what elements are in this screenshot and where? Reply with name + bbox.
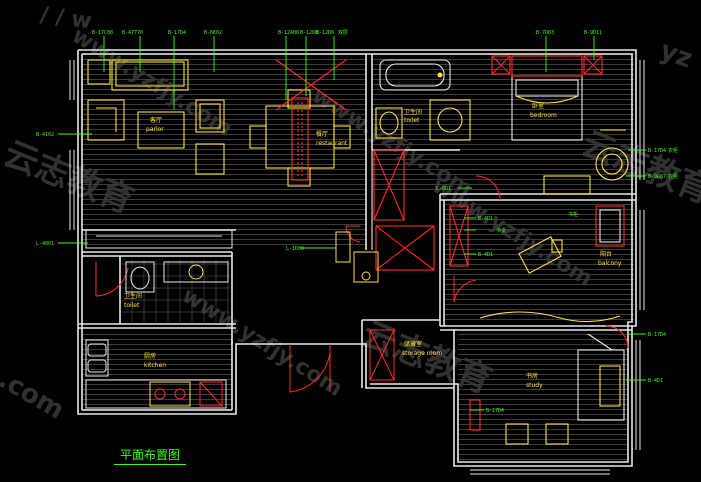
doors [95, 175, 629, 393]
tag-t16: B-4D1 [648, 378, 663, 384]
note-n1: 双层 [338, 30, 348, 36]
tag-t15: B-17D4 [648, 332, 666, 338]
tag-t12: L-4001 [36, 241, 54, 247]
tag-t13: B-9D11 [584, 30, 602, 36]
tag-t02: B-47770 [122, 30, 143, 36]
label-parlor-en: parlor [146, 126, 164, 133]
tag-t04: B-6K02 [204, 30, 222, 36]
tag-t18: L-1D00 [286, 246, 304, 252]
bedroom-furniture [491, 55, 629, 195]
entry-cabinet [335, 231, 379, 283]
label-bedroom-en: bedroom [530, 112, 557, 119]
study-furniture [469, 333, 625, 445]
tag-t17: B-17D4 [486, 408, 504, 414]
tag-t09: B-4102 [36, 132, 54, 138]
tv-cabinet [85, 229, 233, 249]
tag-t05: B-12A08 [278, 30, 299, 36]
note-n2: 衣柜 [668, 147, 678, 154]
label-storage-cn: 储藏室 [404, 340, 422, 348]
label-toilet2-en: toilet [124, 302, 140, 309]
label-toilet2-cn: 卫生间 [124, 292, 142, 300]
note-n4: 书柜 [568, 211, 578, 218]
guest-toilet-fixtures [125, 261, 229, 293]
tag-t01: B-17C08 [92, 30, 113, 36]
dining-set [249, 59, 351, 187]
tag-t19: B-4D1 [478, 216, 493, 222]
tag-t10: B-17D4 [648, 148, 666, 154]
label-toilet-cn: 卫生间 [404, 108, 422, 116]
label-parlor-cn: 客厅 [150, 116, 162, 124]
label-kitchen-en: kitchen [144, 362, 166, 369]
tag-t06: B-12D0 [300, 30, 318, 36]
annotation-leaders [58, 36, 646, 411]
label-bedroom-cn: 卧室 [532, 102, 544, 110]
tag-t20: B-4D1 [478, 252, 493, 258]
tag-t14: L-6D1 [436, 186, 451, 192]
label-balcony-en: balcony [598, 260, 622, 267]
bathroom-fixtures [371, 59, 471, 271]
note-n5: 衣柜 [668, 173, 678, 180]
label-restaurant-en: restaurant [316, 140, 348, 147]
floor-hatching [82, 54, 634, 460]
note-n3: 书桌 [496, 227, 506, 234]
label-study-en: study [526, 382, 543, 389]
label-toilet-en: toilet [404, 117, 420, 124]
storage-furniture [369, 329, 395, 381]
sofa-set [87, 59, 225, 175]
label-storage-en: storage room [402, 350, 442, 357]
label-restaurant-cn: 餐厅 [316, 130, 328, 138]
room-labels: 客厅 parlor 餐厅 restaurant 卫生间 toilet 卧室 be… [124, 102, 622, 389]
kitchen-fixtures [85, 339, 227, 409]
annotation-tags: B-17C08 B-47770 B-17D4 B-6K02 B-12A08 B-… [36, 30, 678, 414]
walls [77, 49, 637, 467]
label-study-cn: 书房 [526, 372, 538, 380]
label-balcony-cn: 阳台 [600, 250, 612, 258]
tag-t11: B-9D07 [648, 174, 666, 180]
second-room-furniture [449, 205, 625, 323]
tag-t03: B-17D4 [168, 30, 186, 36]
drawing-title: 平面布置图 [114, 446, 187, 465]
tag-t07: B-12D0 [316, 30, 334, 36]
tag-t08: B-7D03 [536, 30, 554, 36]
windows [69, 60, 645, 475]
label-kitchen-cn: 厨房 [144, 352, 156, 360]
